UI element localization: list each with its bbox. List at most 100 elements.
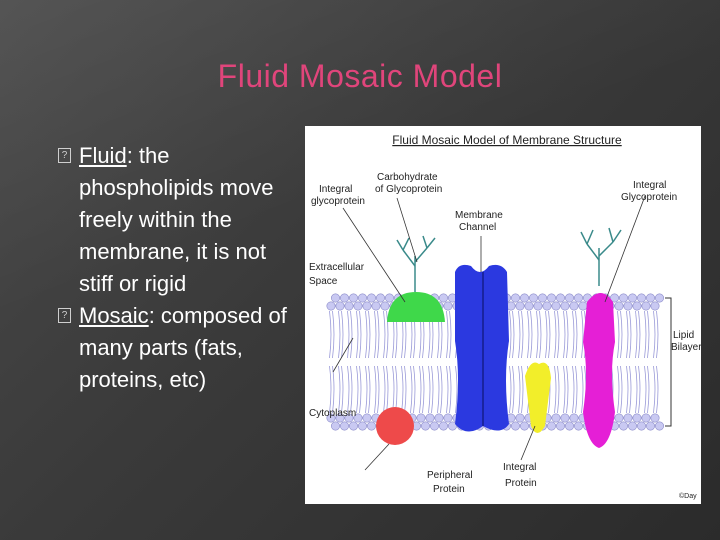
lipid-head xyxy=(443,413,453,423)
lipid-head xyxy=(511,293,521,303)
lipid-tail xyxy=(338,310,341,359)
lipid-tail xyxy=(581,365,584,414)
lipid-head xyxy=(439,293,449,303)
label-lipid-bilayer: Lipid Bilayer xyxy=(671,330,701,353)
lipid-head xyxy=(335,413,345,423)
lipid-tail xyxy=(545,310,548,359)
lipid-tail xyxy=(518,365,521,414)
lipid-head xyxy=(366,293,376,303)
lipid-tail xyxy=(536,310,539,359)
lipid-tail xyxy=(392,365,395,414)
lipid-tail xyxy=(386,365,389,414)
term-mosaic: Mosaic xyxy=(79,303,149,328)
lipid-tail xyxy=(509,310,512,359)
lipid-head xyxy=(551,301,561,311)
lipid-tail xyxy=(563,365,566,414)
carbohydrate-chain-left xyxy=(396,235,436,292)
lipid-tail xyxy=(557,310,560,359)
lipid-tail xyxy=(350,365,353,414)
lipid-tail xyxy=(347,310,350,359)
lipid-head xyxy=(357,293,367,303)
lipid-tail xyxy=(626,310,629,359)
lipid-tail xyxy=(383,365,386,414)
lipid-head xyxy=(547,293,557,303)
lipid-tail xyxy=(377,310,380,359)
lipid-tail xyxy=(341,310,344,359)
lipid-tail xyxy=(365,310,368,359)
lipid-tail xyxy=(509,365,512,414)
lipid-tail xyxy=(356,310,359,359)
lipid-head xyxy=(366,421,376,431)
lipid-tail xyxy=(644,310,647,359)
lipid-head xyxy=(430,421,440,431)
lipid-tail xyxy=(644,365,647,414)
lipid-tail xyxy=(626,365,629,414)
lipid-head xyxy=(344,301,354,311)
lipid-head xyxy=(335,301,345,311)
lipid-tail xyxy=(518,310,521,359)
lipid-tail xyxy=(647,365,650,414)
lipid-tail xyxy=(566,365,569,414)
lipid-head xyxy=(421,421,431,431)
credit-text: ©Day xyxy=(679,492,697,500)
lipid-tail xyxy=(374,310,377,359)
lipid-tail xyxy=(575,365,578,414)
lipid-head xyxy=(520,421,530,431)
lipid-tail xyxy=(554,310,557,359)
lipid-head xyxy=(339,293,349,303)
yellow-integral-protein xyxy=(525,362,551,433)
lipid-head xyxy=(439,421,449,431)
label-membrane-channel: Membrane Channel xyxy=(455,210,506,233)
lipid-tail xyxy=(446,310,449,359)
lipid-tail xyxy=(635,365,638,414)
lipid-tail xyxy=(653,365,656,414)
lipid-tail xyxy=(332,310,335,359)
lipid-head xyxy=(434,413,444,423)
lipid-tail xyxy=(356,365,359,414)
lipid-tail xyxy=(410,365,413,414)
lipid-head xyxy=(654,421,664,431)
lipid-head xyxy=(547,421,557,431)
lipid-head xyxy=(542,301,552,311)
lipid-tail xyxy=(512,310,515,359)
lipid-tail xyxy=(629,365,632,414)
lipid-head xyxy=(443,301,453,311)
label-integral-glycoprotein-right: Integral Glycoprotein xyxy=(621,180,677,203)
lipid-tail xyxy=(401,365,404,414)
lipid-head xyxy=(348,293,358,303)
label-extracellular-space: Extracellular Space xyxy=(309,262,367,287)
lipid-head xyxy=(645,293,655,303)
lipid-head xyxy=(564,421,574,431)
lipid-head xyxy=(448,421,458,431)
label-carbohydrate: Carbohydrate of Glycoprotein xyxy=(375,172,442,195)
green-glycoprotein xyxy=(387,292,445,322)
lipid-head xyxy=(520,293,530,303)
lipid-tail xyxy=(419,365,422,414)
lipid-tail xyxy=(572,310,575,359)
lipid-tail xyxy=(395,365,398,414)
lipid-head xyxy=(385,293,395,303)
label-integral-protein: Integral Protein xyxy=(503,462,539,489)
lipid-tail xyxy=(548,310,551,359)
lipid-head xyxy=(533,301,543,311)
lipid-tail xyxy=(557,365,560,414)
lipid-tail xyxy=(422,365,425,414)
red-peripheral-protein xyxy=(376,407,414,445)
lipid-tail xyxy=(653,310,656,359)
lipid-head xyxy=(564,293,574,303)
lipid-tail xyxy=(638,365,641,414)
lipid-tail xyxy=(620,365,623,414)
lipid-tail xyxy=(527,310,530,359)
bilayer-bracket xyxy=(665,297,672,427)
bullet-mosaic: ? Mosaic: composed of many parts (fats, … xyxy=(58,300,298,396)
lipid-head xyxy=(573,293,583,303)
lipid-tail xyxy=(368,365,371,414)
lipid-head xyxy=(515,413,525,423)
lipid-tail xyxy=(365,365,368,414)
lipid-tail xyxy=(575,310,578,359)
lipid-tail xyxy=(359,310,362,359)
lipid-head xyxy=(654,293,664,303)
lipid-tail xyxy=(440,365,443,414)
lipid-head xyxy=(614,301,624,311)
lipid-tail xyxy=(386,310,389,359)
